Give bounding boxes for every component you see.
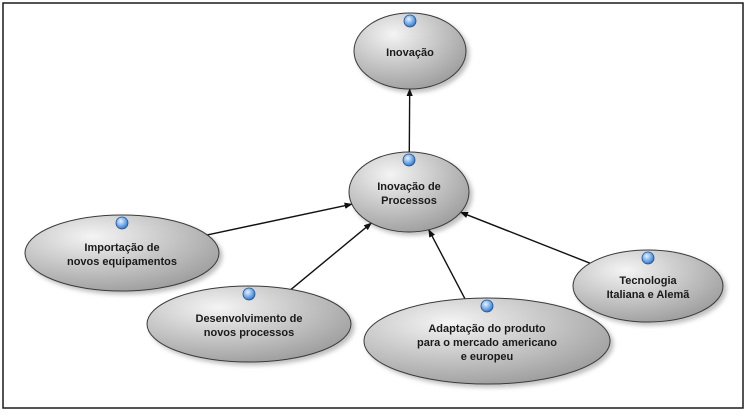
node-importacao[interactable]: Importação de novos equipamentos	[25, 215, 219, 291]
use-case-marker-icon	[116, 217, 128, 229]
node-label-line: Tecnologia	[619, 275, 677, 287]
use-case-marker-icon	[243, 288, 255, 300]
node-label-line: novos equipamentos	[67, 256, 177, 268]
node-desenvolvimento[interactable]: Desenvolvimento de novos processos	[147, 286, 351, 362]
node-label-line: Desenvolvimento de	[196, 313, 303, 325]
use-case-marker-icon	[403, 154, 415, 166]
node-label-line: novos processos	[204, 327, 294, 339]
node-inovacao[interactable]: Inovação	[354, 13, 466, 89]
node-label-line: para o mercado americano	[417, 337, 557, 349]
use-case-marker-icon	[642, 252, 654, 264]
use-case-marker-icon	[481, 300, 493, 312]
node-inovacao-processos[interactable]: Inovação de Processos	[349, 152, 469, 232]
node-label-line: Importação de	[84, 242, 159, 254]
node-label-line: Inovação	[386, 47, 434, 59]
node-label-line: e europeu	[461, 351, 514, 363]
node-adaptacao[interactable]: Adaptação do produto para o mercado ameri…	[364, 298, 610, 384]
node-label-line: Inovação de	[377, 181, 441, 193]
node-label-line: Processos	[381, 195, 437, 207]
use-case-marker-icon	[404, 15, 416, 27]
node-label-line: Italiana e Alemã	[607, 289, 691, 301]
node-label-line: Adaptação do produto	[428, 323, 546, 335]
